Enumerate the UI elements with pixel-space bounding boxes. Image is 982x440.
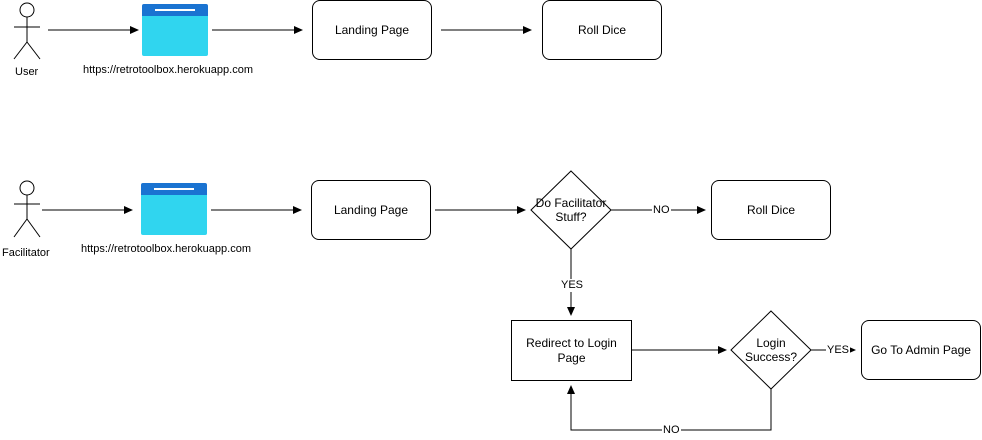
decision-login-label: Login Success? [744,336,798,364]
edge-label-yes-login: YES [826,344,851,357]
facilitator-actor-icon [13,180,41,238]
user-label: User [15,66,39,78]
url-label-top: https://retrotoolbox.herokuapp.com [83,64,253,76]
roll-dice-node-bottom: Roll Dice [711,180,831,240]
facilitator-label: Facilitator [2,247,50,259]
landing-page-node-bottom: Landing Page [311,180,431,240]
url-label-bottom: https://retrotoolbox.herokuapp.com [81,243,251,255]
redirect-login-node: Redirect to Login Page [511,320,632,381]
edge-label-no-login: NO [662,424,681,437]
edge-label-no-facilitator: NO [652,204,671,217]
web-page-icon-bottom [141,183,207,235]
edge-label-yes-facilitator: YES [560,279,585,292]
user-actor-icon [13,2,41,60]
web-page-icon-top [142,4,208,56]
roll-dice-node-top: Roll Dice [542,0,662,60]
admin-page-node: Go To Admin Page [861,320,981,380]
decision-facilitator-label: Do Facilitator Stuff? [535,196,607,224]
landing-page-node-top: Landing Page [312,0,432,60]
